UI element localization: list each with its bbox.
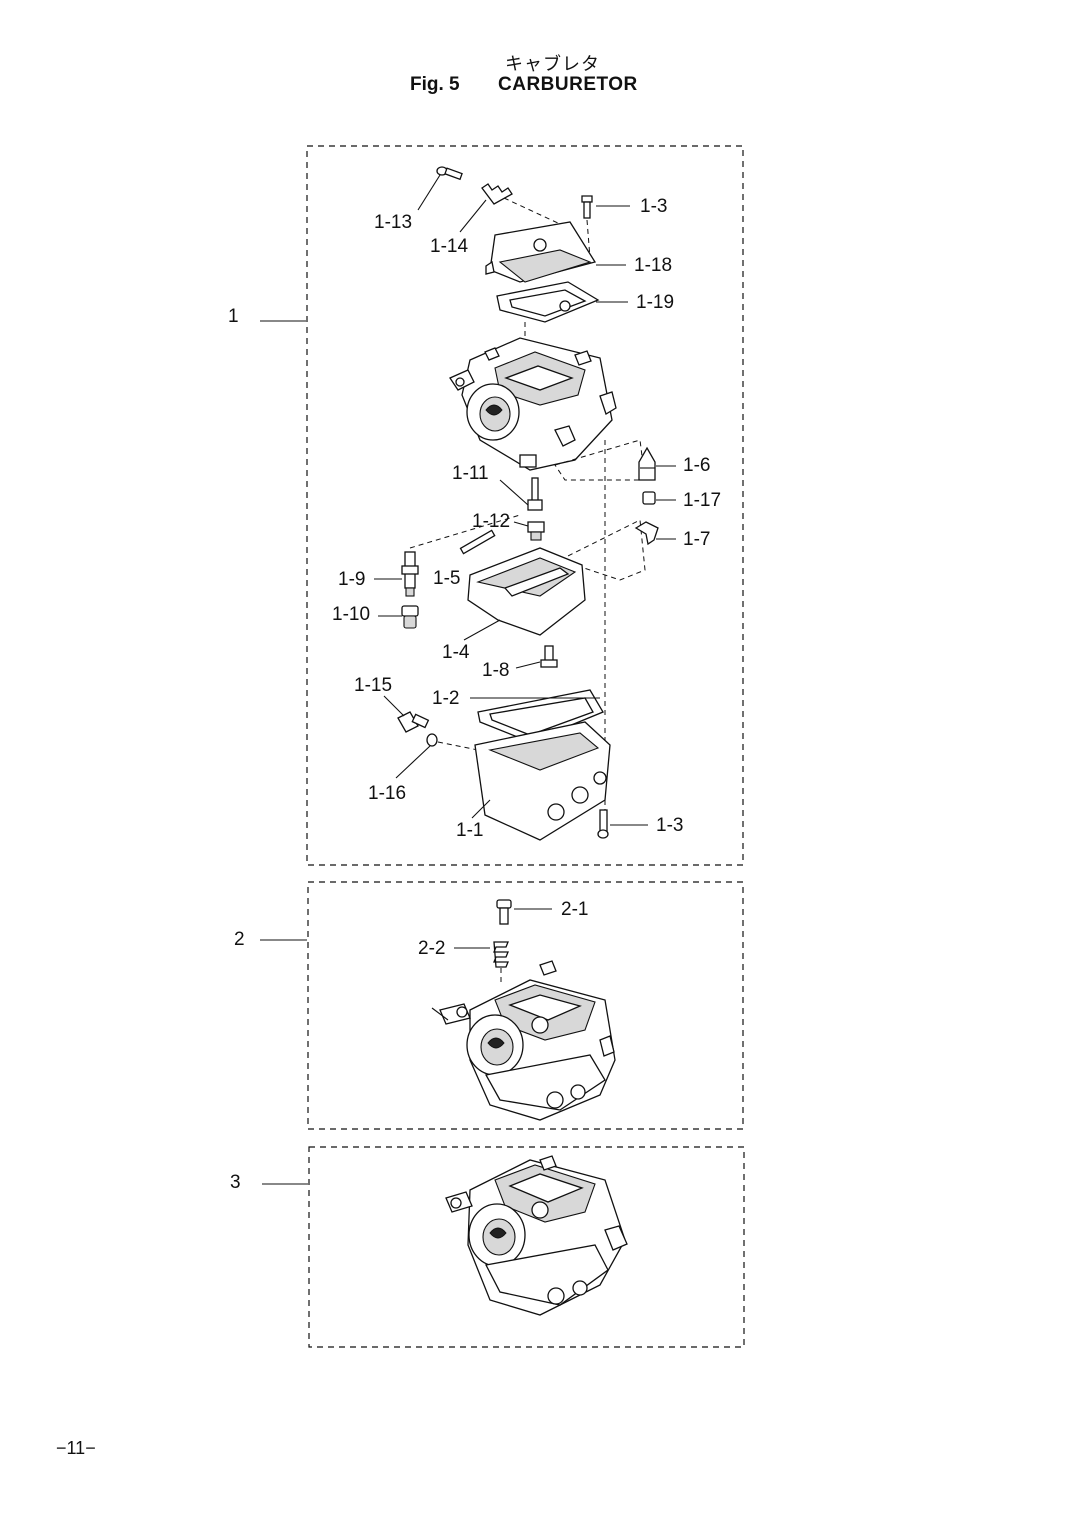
callout-1-3-bottom: 1-3	[656, 815, 683, 836]
callout-1-9: 1-9	[338, 569, 365, 590]
cover-1-18-drawing	[485, 221, 597, 283]
callout-1-18: 1-18	[634, 255, 672, 276]
screw-1-3-top-drawing	[581, 195, 593, 259]
callout-1-5: 1-5	[433, 568, 460, 589]
page-number: −11−	[56, 1438, 96, 1458]
o-ring-1-16-drawing	[426, 733, 489, 753]
float-lever-1-7-drawing	[634, 521, 659, 546]
group-3-frame	[308, 1146, 745, 1348]
screw-2-1-drawing	[496, 899, 512, 925]
callout-1-8: 1-8	[482, 660, 509, 681]
leader-1-8	[515, 661, 541, 669]
leader-1-14	[459, 199, 487, 233]
callout-1-15: 1-15	[354, 675, 392, 696]
gasket-1-19-drawing	[496, 281, 600, 323]
leader-1-12	[513, 521, 529, 527]
leader-1-13	[417, 174, 441, 211]
leader-1-15	[383, 695, 405, 717]
screw-1-3-bottom-drawing	[597, 809, 609, 839]
callout-1-2: 1-2	[432, 688, 459, 709]
callout-1-7: 1-7	[683, 529, 710, 550]
group-1-frame	[306, 145, 744, 866]
guide-line-jet	[409, 514, 521, 549]
clip-1-17-drawing	[642, 491, 656, 505]
carburetor-assembly-2-drawing	[431, 960, 616, 1121]
leader-1-11	[499, 479, 529, 506]
callout-1-19: 1-19	[636, 292, 674, 313]
page-title: CARBURETOR	[498, 74, 638, 95]
group-3-label: 3	[230, 1172, 241, 1193]
float-chamber-gasket-1-2-drawing	[477, 689, 604, 743]
callout-1-4: 1-4	[442, 642, 470, 663]
leader-1-16	[395, 745, 431, 779]
spring-2-2-drawing	[493, 941, 509, 985]
leader-1-4	[463, 619, 501, 641]
carburetor-body-drawing	[449, 337, 617, 471]
group-2-label: 2	[234, 929, 245, 950]
callout-1-17: 1-17	[683, 490, 721, 511]
leader-1-1	[471, 799, 491, 819]
callout-1-11: 1-11	[452, 463, 489, 484]
screw-1-8-drawing	[540, 645, 558, 668]
spring-1-14-drawing	[481, 183, 561, 225]
callout-1-6: 1-6	[683, 455, 710, 476]
callout-1-14: 1-14	[430, 236, 468, 257]
page-title-japanese: キャブレタ	[505, 54, 600, 75]
callout-1-3-top: 1-3	[640, 196, 667, 217]
callout-1-1: 1-1	[456, 820, 483, 841]
screw-1-13-drawing	[436, 166, 463, 181]
guide-line-float-lever	[558, 519, 646, 581]
float-pin-1-5-drawing	[459, 529, 496, 555]
carburetor-assembly-3-drawing	[445, 1155, 628, 1316]
callout-2-1: 2-1	[561, 899, 588, 920]
jet-1-11-drawing	[527, 477, 543, 511]
callout-1-16: 1-16	[368, 783, 406, 804]
float-1-4-drawing	[467, 547, 586, 636]
figure-number: Fig. 5	[410, 74, 460, 95]
jet-1-12-drawing	[527, 521, 545, 541]
pin-1-9-drawing	[401, 551, 419, 597]
float-chamber-1-1-drawing	[474, 721, 611, 841]
group-1-label: 1	[228, 306, 239, 327]
needle-valve-1-6-drawing	[638, 446, 656, 481]
jet-1-10-drawing	[401, 605, 419, 629]
callout-1-13: 1-13	[374, 212, 412, 233]
drain-screw-1-15-drawing	[397, 711, 430, 733]
callout-1-10: 1-10	[332, 604, 370, 625]
callout-2-2: 2-2	[418, 938, 445, 959]
callout-1-12: 1-12	[472, 511, 510, 532]
